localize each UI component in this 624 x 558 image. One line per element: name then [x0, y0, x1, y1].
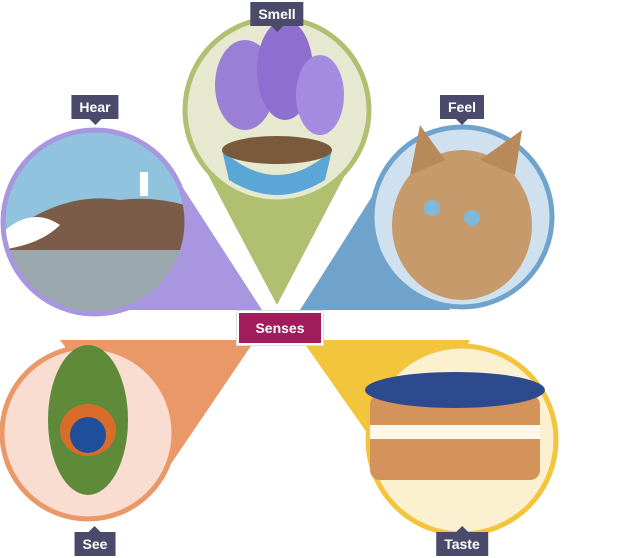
see-label: See — [74, 526, 116, 556]
smell-label: Smell — [250, 2, 304, 32]
taste-circle — [365, 343, 559, 537]
see-circle — [0, 344, 177, 522]
smell-circle — [182, 15, 372, 205]
feel-label: Feel — [439, 95, 485, 125]
hear-label: Hear — [71, 95, 119, 125]
taste-label: Taste — [436, 526, 488, 556]
center-label: Senses — [237, 311, 323, 345]
feel-circle — [369, 124, 555, 310]
